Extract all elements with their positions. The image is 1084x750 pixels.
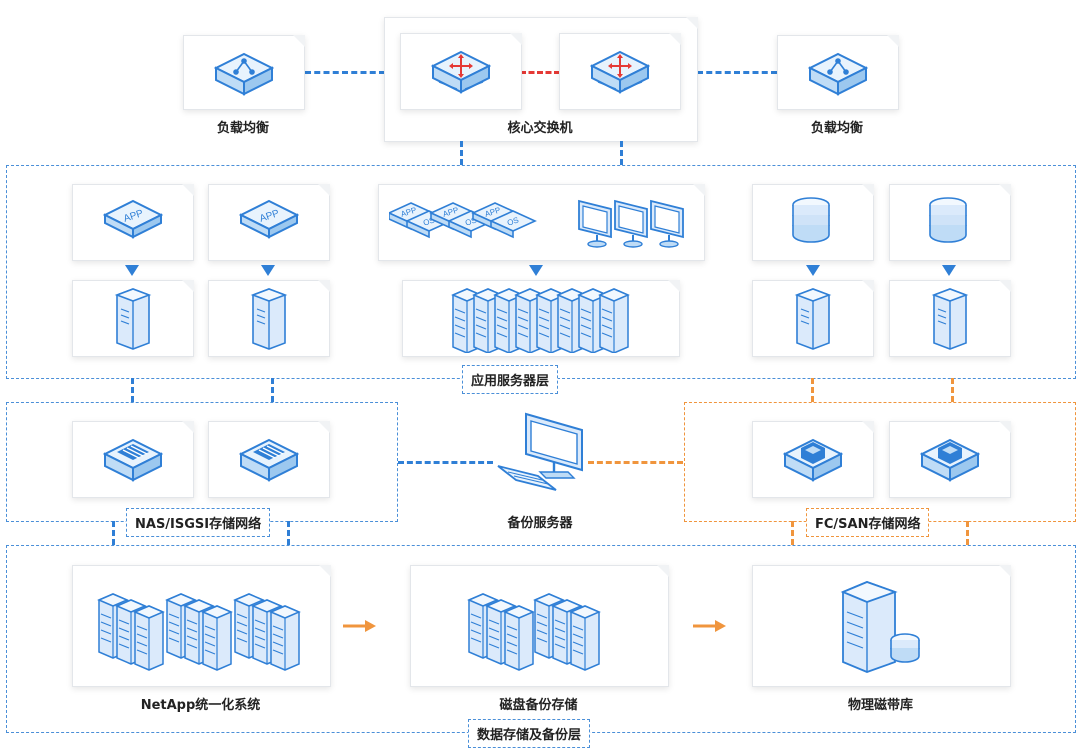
netapp-storage-icon — [98, 593, 300, 671]
app-tile-icon: APP — [239, 199, 299, 239]
server-card-4 — [889, 280, 1011, 357]
nas-switch-card-1 — [72, 421, 194, 498]
arrow-right-icon — [693, 620, 726, 632]
core-switch-icon — [591, 51, 649, 93]
backup-server-label: 备份服务器 — [507, 516, 573, 531]
load-balancer-right-label: 负载均衡 — [810, 121, 863, 136]
nas-switch-card-2 — [208, 421, 330, 498]
nas-switch-icon — [104, 439, 162, 481]
server-card-2 — [208, 280, 330, 357]
san-switch-icon — [921, 439, 979, 481]
nas-switch-icon — [240, 439, 298, 481]
netapp-label: NetApp统一化系统 — [140, 698, 261, 713]
app-tile-icon: APP — [103, 199, 163, 239]
nas-network-zone — [6, 402, 398, 522]
app-card-1: APP — [72, 184, 194, 261]
db-card-2 — [889, 184, 1011, 261]
arrow-down-icon — [261, 265, 275, 276]
core-switch-icon — [432, 51, 490, 93]
backup-server-computer-icon — [497, 412, 583, 491]
database-icon — [792, 197, 830, 243]
link-core-switch-pair — [520, 71, 560, 74]
san-switch-card-2 — [889, 421, 1011, 498]
app-os-stack-icon: APP OS APP OS APP OS — [389, 202, 537, 239]
tape-library-icon — [840, 581, 920, 673]
arrow-down-icon — [529, 265, 543, 276]
arrow-down-icon — [806, 265, 820, 276]
tape-library-card — [752, 565, 1011, 687]
monitors-icon — [578, 200, 684, 248]
link-core-lb-right — [697, 71, 777, 74]
load-balancer-left-card — [183, 35, 305, 110]
link-nas-to-data-1 — [112, 521, 115, 545]
app-card-2: APP — [208, 184, 330, 261]
link-backup-to-san — [588, 461, 683, 464]
link-san-to-data-2 — [966, 521, 969, 545]
os-text: OS — [506, 215, 520, 227]
link-app-to-nas-1 — [131, 378, 134, 402]
san-network-label: FC/SAN存储网络 — [806, 508, 930, 537]
load-balancer-right-card — [777, 35, 899, 110]
server-cluster-card — [402, 280, 680, 357]
link-lb-left-core — [305, 71, 385, 74]
netapp-card — [72, 565, 331, 687]
data-layer-label: 数据存储及备份层 — [468, 719, 591, 748]
san-switch-icon — [784, 439, 842, 481]
link-app-to-nas-2 — [271, 378, 274, 402]
link-nas-to-backup — [398, 461, 493, 464]
san-network-zone — [684, 402, 1076, 522]
arrow-down-icon — [125, 265, 139, 276]
link-app-to-san-1 — [811, 378, 814, 402]
core-switch-1-card — [400, 33, 522, 110]
arrow-right-icon — [343, 620, 376, 632]
load-balancer-icon — [215, 53, 273, 95]
link-nas-to-data-2 — [287, 521, 290, 545]
database-icon — [929, 197, 967, 243]
core-switch-2-card — [559, 33, 681, 110]
disk-backup-label: 磁盘备份存储 — [499, 698, 578, 713]
server-icon — [933, 288, 967, 350]
load-balancer-left-label: 负载均衡 — [216, 121, 269, 136]
tape-library-label: 物理磁带库 — [847, 698, 913, 713]
load-balancer-icon — [809, 53, 867, 95]
server-icon — [796, 288, 830, 350]
server-icon — [252, 288, 286, 350]
link-core-to-app-right — [620, 141, 623, 165]
db-card-1 — [752, 184, 874, 261]
app-server-layer-label: 应用服务器层 — [462, 365, 559, 394]
arrow-down-icon — [942, 265, 956, 276]
server-icon — [116, 288, 150, 350]
server-card-1 — [72, 280, 194, 357]
core-switch-label: 核心交换机 — [507, 121, 573, 136]
nas-network-label: NAS/ISGSI存储网络 — [126, 508, 271, 537]
link-app-to-san-2 — [951, 378, 954, 402]
disk-backup-card — [410, 565, 669, 687]
virtualization-card: APP OS APP OS APP OS — [378, 184, 705, 261]
link-san-to-data-1 — [791, 521, 794, 545]
san-switch-card-1 — [752, 421, 874, 498]
disk-backup-storage-icon — [468, 593, 600, 671]
server-card-3 — [752, 280, 874, 357]
server-cluster-icon — [452, 288, 629, 353]
link-core-to-app-left — [460, 141, 463, 165]
